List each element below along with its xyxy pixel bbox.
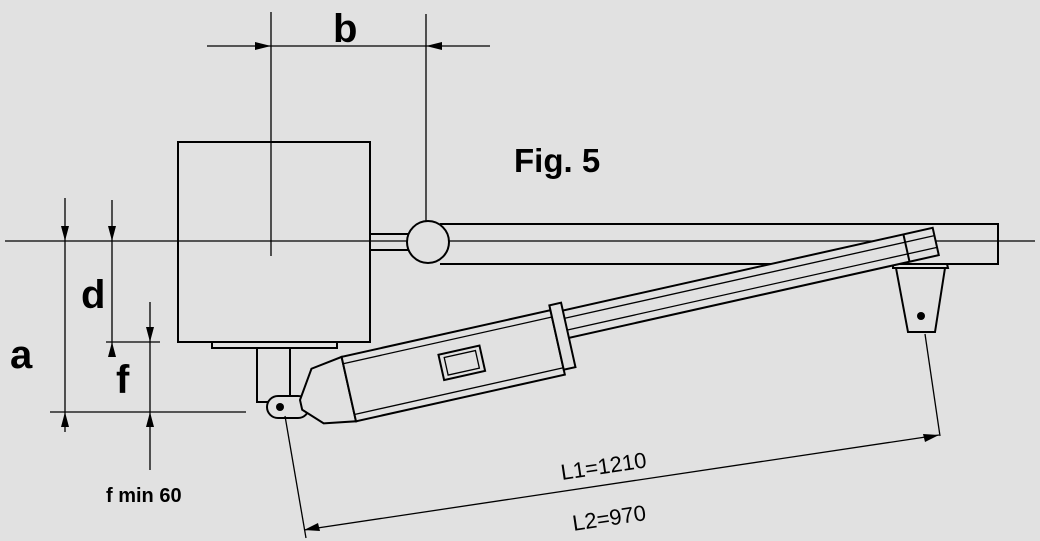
gate-pivot-point (917, 312, 925, 320)
actuator (298, 226, 940, 425)
dimension-a: a (10, 198, 246, 432)
label-a: a (10, 333, 33, 377)
label-f: f (116, 358, 130, 402)
label-f-min: f min 60 (106, 485, 182, 507)
label-l1: L1=1210 (559, 447, 648, 484)
actuator-rod (555, 226, 940, 341)
hinge-pin (406, 220, 450, 264)
figure-title: Fig. 5 (514, 142, 600, 179)
pillar-block (177, 141, 371, 343)
dimension-b: b (207, 7, 490, 226)
dimension-d: d (81, 200, 160, 357)
pillar-base-plate (211, 341, 338, 349)
dimension-f: f f min 60 (106, 302, 182, 507)
pillar-bracket (256, 348, 310, 419)
label-b: b (333, 7, 357, 51)
label-l2: L2=970 (571, 500, 648, 536)
pillar-pivot-point (276, 403, 284, 411)
gate-leaf (370, 220, 999, 265)
dimension-length: L1=1210 L2=970 (284, 333, 941, 539)
label-d: d (81, 273, 105, 317)
actuator-window (437, 344, 487, 382)
gate-bracket (892, 263, 950, 333)
